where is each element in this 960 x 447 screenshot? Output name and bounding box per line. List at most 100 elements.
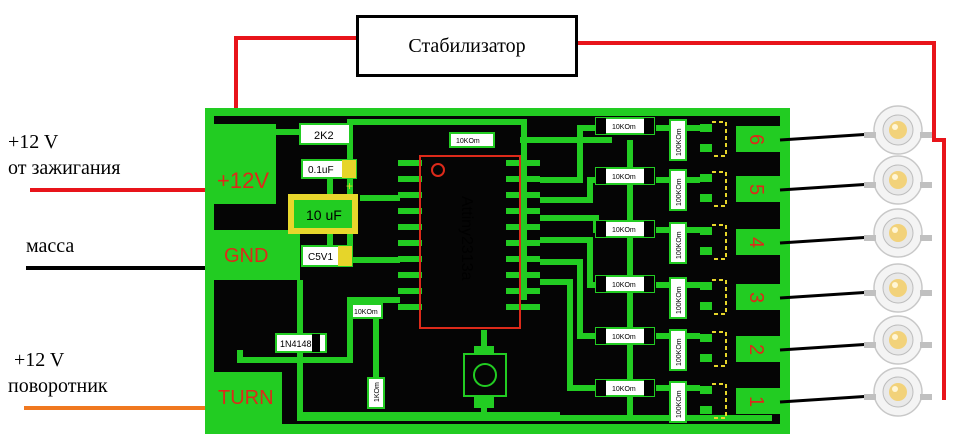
channel-pad [736,388,780,414]
led-resistor-cap [644,168,654,184]
led-tab [864,132,876,138]
red-wire-to-stabilizer [234,36,356,128]
transistor-pad [700,194,712,202]
capacitor-01uf-label: 0.1uF [308,165,334,176]
transistor-pad [700,124,712,132]
led-resistor-label: 10KOm [612,227,636,234]
led-highlight [892,227,898,233]
channel-number: 4 [745,237,767,248]
channel-pad [736,229,780,255]
transistor-pad [700,227,712,235]
mcu-chip [419,155,521,329]
transistor-outline [712,383,727,419]
led-tab [920,235,932,241]
resistor-top [449,132,495,148]
transistor-outline [712,331,727,367]
led-chip [889,121,907,139]
led-black-wire [779,394,873,404]
mcu-pins-left [398,160,422,310]
transistor-outline [712,224,727,260]
mcu-label: Attiny2313a [458,196,475,281]
led-rows [779,105,932,417]
stabilizer-label: Стабилизатор [408,34,526,57]
led-resistor-cap [596,118,606,134]
channel-pad [736,336,780,362]
led-resistor-cap [644,380,654,396]
led-chip [889,171,907,189]
gate-resistor [669,119,687,161]
led-resistor-label: 10KOm [612,174,636,181]
mcu-pins-right [506,160,540,310]
channel-number: 6 [745,134,767,145]
transistor-pad [700,406,712,414]
led-chip [889,279,907,297]
capacitor-10uf [294,200,352,228]
led-tab [920,182,932,188]
led-tab [864,394,876,400]
zener-band [338,246,352,266]
ignition-voltage-label: +12 V [8,131,59,153]
led-black-wire [779,182,873,192]
channel-rows: 10KOm 100KOm 6 10KOm 100KOm 5 10KOm 100KOm 4 10KO… [595,117,780,423]
led-tab [920,290,932,296]
transistor-pad [700,247,712,255]
resistor-2k2-label: 2K2 [314,130,334,142]
led-resistor-cap [644,221,654,237]
pad-12v [214,124,276,204]
led-black-wire [779,132,873,142]
ignition-desc-label: от зажигания [8,157,121,179]
transistor-outline [712,279,727,315]
transistor-pad [700,282,712,290]
resistor-bottom [367,377,385,409]
gate-resistor [669,222,687,264]
channel-number: 5 [745,184,767,195]
zener-label: C5V1 [308,252,333,263]
channel-number: 3 [745,292,767,303]
diode-band [312,334,320,352]
led-black-wire [779,342,873,352]
transistor-pad [700,174,712,182]
turn-voltage-label: +12 V [14,349,65,371]
pad-gnd-label: GND [224,245,268,267]
led-resistor-label: 10KOm [612,386,636,393]
channel-pad [736,176,780,202]
button-pad-top [474,346,494,356]
led-tab [864,290,876,296]
led-chip [889,383,907,401]
led-resistor-cap [596,168,606,184]
gate-resistor [669,329,687,371]
led-tab [920,132,932,138]
led-resistor-cap [596,221,606,237]
channel-pad [736,284,780,310]
led-resistor-label: 10KOm [612,334,636,341]
led-resistor-cap [644,118,654,134]
resistor-bottom-label: 1KOm [374,382,381,402]
gate-resistor-label: 100KOm [676,390,683,418]
led-resistor-cap [596,276,606,292]
pad-turn-label: TURN [218,387,274,409]
led-tab [864,182,876,188]
led-resistor-cap [644,328,654,344]
led-tab [920,342,932,348]
led-resistor-label: 10KOm [612,124,636,131]
led-resistor-cap [644,276,654,292]
gate-resistor [669,277,687,319]
led-highlight [892,282,898,288]
transistor-pad [700,302,712,310]
transistor-pad [700,354,712,362]
gate-resistor-label: 100KOm [676,286,683,314]
channel-number: 1 [745,396,767,407]
resistor-mid [351,303,383,319]
capacitor-plus-sign: + [346,179,353,193]
gate-resistor [669,169,687,211]
gate-resistor-label: 100KOm [676,178,683,206]
led-highlight [892,124,898,130]
resistor-mid-label: 10KOm [354,309,378,316]
red-wire-stabilizer-to-leds [578,41,946,400]
resistor-2k2 [299,123,351,145]
led-black-wire [779,235,873,245]
led-highlight [892,386,898,392]
transistor-outline [712,171,727,207]
button-pad-bottom [474,396,494,408]
